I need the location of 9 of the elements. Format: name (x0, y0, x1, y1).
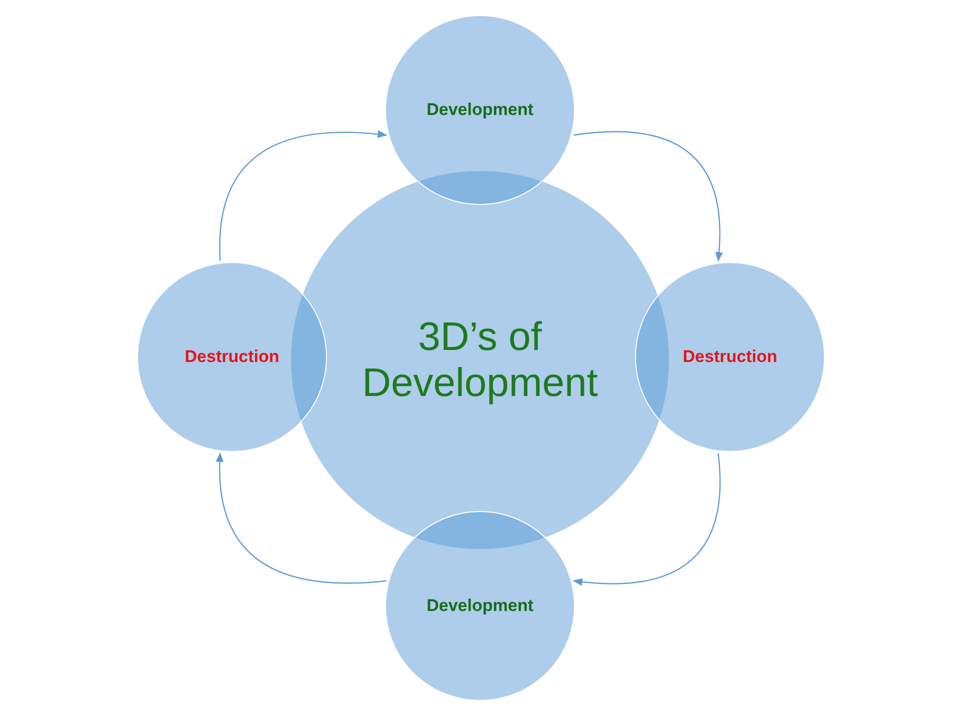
arrow (216, 452, 386, 584)
node-label: Development (426, 596, 534, 616)
arrow (219, 130, 388, 261)
node-label: Destruction (184, 347, 280, 367)
arrow (574, 131, 723, 262)
node-label: Destruction (682, 347, 778, 367)
arrow (572, 453, 721, 586)
node-label: 3D’s of Development (361, 314, 599, 406)
node-label: Development (426, 100, 534, 120)
